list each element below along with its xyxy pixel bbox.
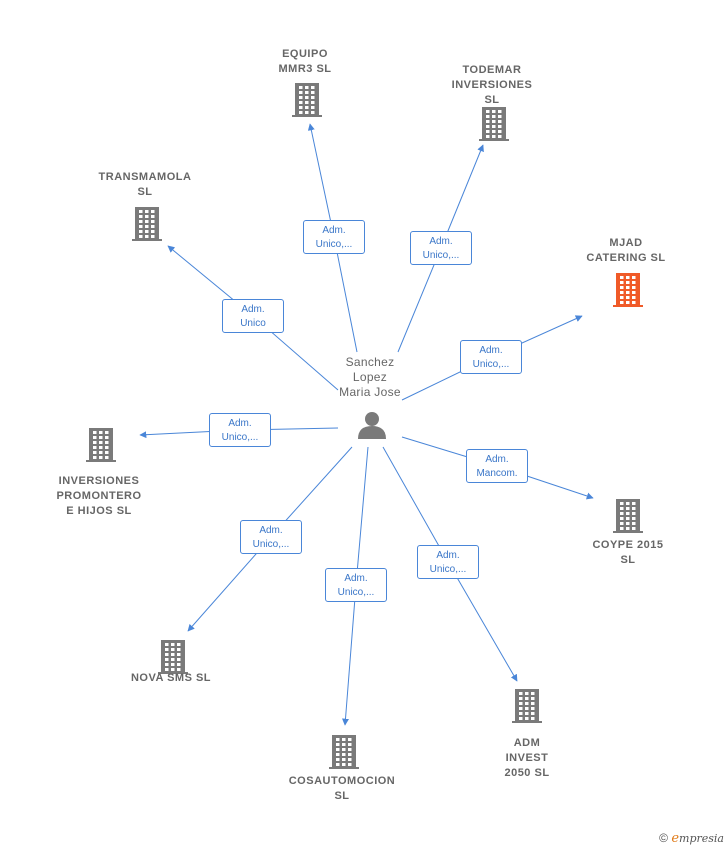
role-box-adm[interactable]: Adm. Unico,... xyxy=(417,545,479,579)
role-box-todemar[interactable]: Adm. Unico,... xyxy=(410,231,472,265)
building-icon-cosauto[interactable] xyxy=(329,735,359,769)
company-label-transmamola[interactable]: TRANSMAMOLA SL xyxy=(98,171,192,198)
role-box-transmamola[interactable]: Adm. Unico xyxy=(222,299,284,333)
icons-layer xyxy=(86,83,643,769)
role-box-coype[interactable]: Adm. Mancom. xyxy=(466,449,528,483)
person-name-label[interactable]: Sanchez Lopez Maria Jose xyxy=(339,355,401,399)
company-label-coype[interactable]: COYPE 2015 SL xyxy=(592,539,664,566)
copyright-symbol: © xyxy=(659,831,668,845)
company-label-adm[interactable]: ADM INVEST 2050 SL xyxy=(504,737,550,779)
building-icon-todemar[interactable] xyxy=(479,107,509,141)
edges-layer xyxy=(139,123,594,726)
role-box-equipo[interactable]: Adm. Unico,... xyxy=(303,220,365,254)
building-icon-adm[interactable] xyxy=(512,689,542,723)
building-icon-nova[interactable] xyxy=(158,640,188,674)
company-label-inversiones[interactable]: INVERSIONES PROMONTERO E HIJOS SL xyxy=(56,475,142,517)
company-label-mjad[interactable]: MJAD CATERING SL xyxy=(586,237,666,264)
brand-initial: e xyxy=(671,831,680,846)
copyright-notice: © empresia xyxy=(659,831,724,846)
building-icon-transmamola[interactable] xyxy=(132,207,162,241)
role-box-cosauto[interactable]: Adm. Unico,... xyxy=(325,568,387,602)
role-box-nova[interactable]: Adm. Unico,... xyxy=(240,520,302,554)
brand-name: mpresia xyxy=(679,832,724,845)
building-icon-mjad[interactable] xyxy=(613,273,643,307)
person-icon[interactable] xyxy=(358,412,386,439)
building-icon-equipo[interactable] xyxy=(292,83,322,117)
role-box-inversiones[interactable]: Adm. Unico,... xyxy=(209,413,271,447)
building-icon-inversiones[interactable] xyxy=(86,428,116,462)
company-label-todemar[interactable]: TODEMAR INVERSIONES SL xyxy=(451,64,533,106)
role-box-mjad[interactable]: Adm. Unico,... xyxy=(460,340,522,374)
company-label-nova[interactable]: NOVA SMS SL xyxy=(130,672,212,684)
company-label-equipo[interactable]: EQUIPO MMR3 SL xyxy=(278,48,332,75)
building-icon-coype[interactable] xyxy=(613,499,643,533)
company-label-cosauto[interactable]: COSAUTOMOCION SL xyxy=(288,775,396,802)
